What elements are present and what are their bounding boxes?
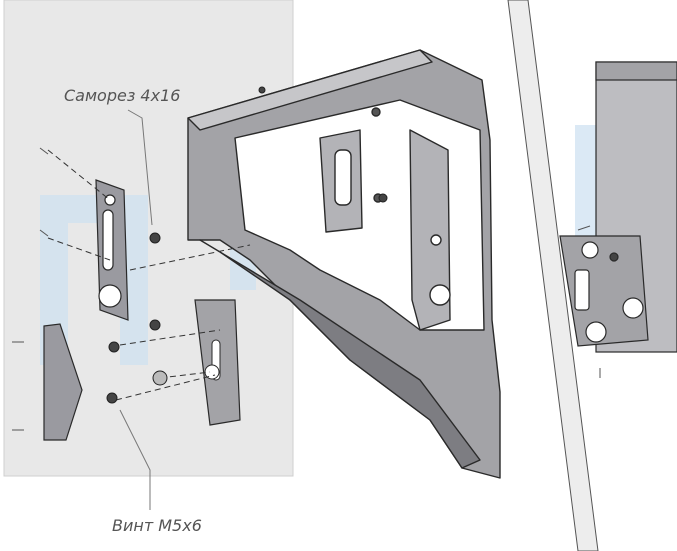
bolt-callout-line bbox=[119, 409, 151, 510]
screw-icon bbox=[106, 86, 388, 404]
lift-frame bbox=[187, 49, 501, 479]
arrow-icon bbox=[12, 147, 601, 431]
bolt-label: Винт М5х6 bbox=[112, 516, 202, 535]
wall-mount-plate bbox=[95, 179, 129, 321]
side-wall-strip bbox=[507, 0, 599, 551]
frame-bracket-hole bbox=[204, 364, 220, 380]
cabinet-side-detail bbox=[559, 61, 677, 353]
assembly-guide-lines bbox=[47, 149, 251, 401]
self-tapping-screw-label: Саморез 4х16 bbox=[64, 86, 181, 105]
wedge-spacer bbox=[43, 323, 83, 441]
screw-callout-line bbox=[127, 109, 153, 226]
